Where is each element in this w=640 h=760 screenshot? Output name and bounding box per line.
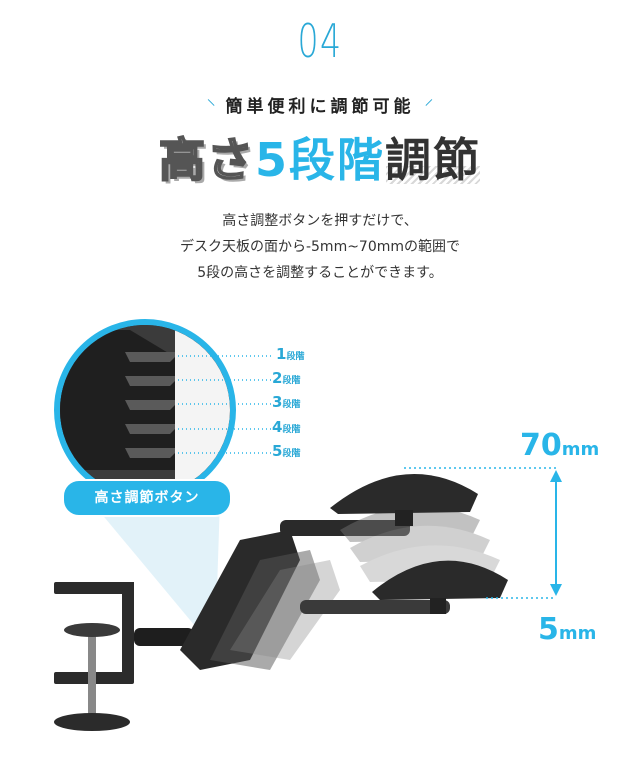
headline-part1: 高さ — [158, 132, 255, 188]
step-label-5: 5段階 — [272, 442, 300, 460]
slash-left-decor: ⸌ — [206, 96, 216, 117]
description-line-1: 高さ調整ボタンを押すだけで、 — [222, 213, 418, 229]
step-teeth — [125, 352, 180, 458]
dimension-bottom-unit: mm — [558, 623, 597, 644]
armrest-pad-top — [330, 474, 478, 526]
section-number: 04 — [297, 14, 343, 68]
armrest-pad-bottom — [372, 560, 508, 614]
dimension-top-unit: mm — [561, 439, 600, 460]
description-line-3: 5段の高さを調整することができます。 — [197, 265, 443, 281]
headline-part3: 調節 — [385, 133, 481, 187]
headline-part2: 5段階 — [254, 133, 385, 187]
height-adjust-button-label: 高さ調節ボタン — [62, 479, 232, 517]
zoom-circle — [54, 319, 236, 501]
step-num: 5 — [272, 442, 283, 460]
desk-clamp — [54, 582, 134, 731]
step-unit: 段階 — [286, 352, 305, 362]
step-label-3: 3段階 — [272, 393, 300, 411]
step-label-2: 2段階 — [272, 369, 300, 387]
step-unit: 段階 — [282, 425, 301, 435]
zoom-cone — [90, 500, 220, 650]
step-label-1: 1段階 — [276, 345, 304, 363]
step-unit: 段階 — [282, 400, 301, 410]
dimension-top-value: 70 — [520, 428, 562, 463]
subtitle-row: ⸌ 簡単便利に調節可能 ⸍ — [0, 92, 640, 118]
height-range-indicator — [404, 467, 562, 599]
dimension-bottom: 5mm — [538, 612, 596, 647]
step-unit: 段階 — [282, 449, 301, 459]
description-line-2: デスク天板の面から-5mm~70mmの範囲で — [179, 239, 461, 255]
step-num: 4 — [272, 418, 283, 436]
slash-right-decor: ⸍ — [424, 96, 434, 117]
subtitle: 簡単便利に調節可能 — [225, 97, 415, 117]
step-unit: 段階 — [282, 376, 301, 386]
step-num: 2 — [272, 369, 283, 387]
dimension-top: 70mm — [520, 428, 599, 463]
description: 高さ調整ボタンを押すだけで、 デスク天板の面から-5mm~70mmの範囲で 5段… — [0, 208, 640, 286]
step-num: 1 — [276, 345, 287, 363]
headline: 高さ5段階調節 — [0, 124, 640, 190]
arm-mechanism — [134, 520, 450, 670]
step-label-4: 4段階 — [272, 418, 300, 436]
step-num: 3 — [272, 393, 283, 411]
dimension-bottom-value: 5 — [538, 612, 559, 647]
